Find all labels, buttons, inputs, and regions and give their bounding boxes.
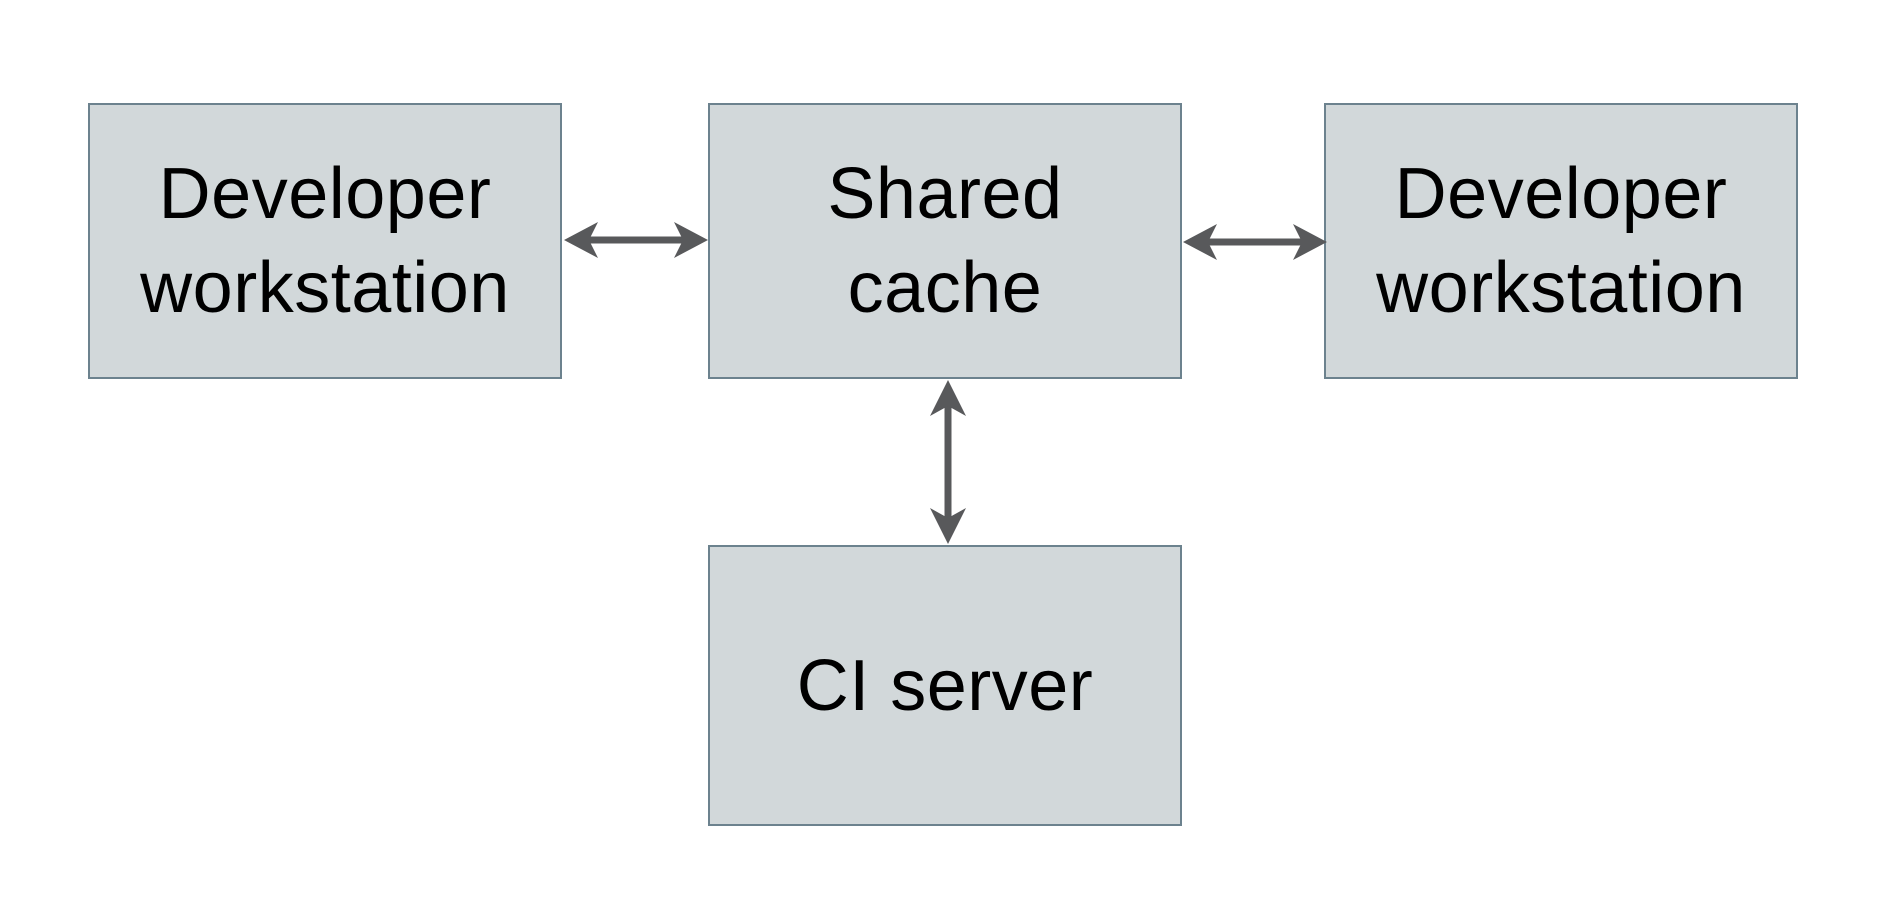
arrowhead-right-icon xyxy=(1293,224,1327,260)
arrowhead-left-icon xyxy=(1183,224,1217,260)
arrow-left-workstation-shared-cache xyxy=(564,222,708,258)
arrowhead-down-icon xyxy=(930,508,966,544)
node-label-line: CI server xyxy=(796,645,1094,726)
node-shared-cache: Shared cache xyxy=(708,103,1182,379)
node-label-line: cache xyxy=(847,248,1043,328)
node-developer-workstation-left: Developer workstation xyxy=(88,103,562,379)
node-label-line: Shared xyxy=(827,154,1063,234)
arrow-shared-cache-ci-server xyxy=(930,380,966,544)
arrowhead-left-icon xyxy=(564,222,598,258)
node-ci-server: CI server xyxy=(708,545,1182,826)
arrow-shared-cache-right-workstation xyxy=(1183,224,1327,260)
node-label-line: Developer xyxy=(1394,154,1728,234)
arrowhead-right-icon xyxy=(674,222,708,258)
node-label-line: Developer xyxy=(158,154,492,234)
node-label-line: workstation xyxy=(140,248,510,328)
arrowhead-up-icon xyxy=(930,380,966,416)
node-developer-workstation-right: Developer workstation xyxy=(1324,103,1798,379)
node-label-line: workstation xyxy=(1376,248,1746,328)
